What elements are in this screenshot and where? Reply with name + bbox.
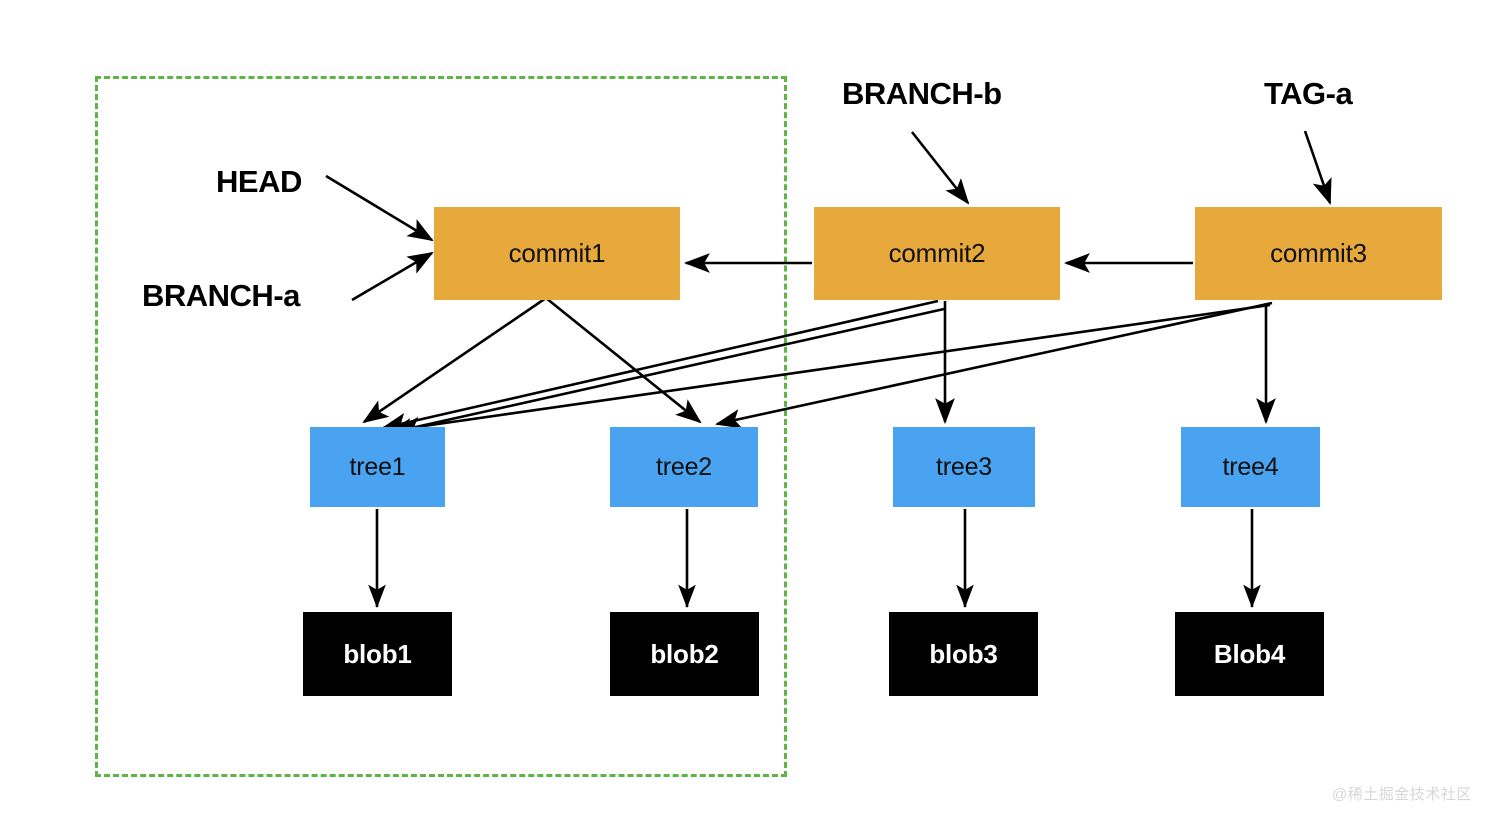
commit-node-commit3[interactable]: commit3 [1195,207,1442,300]
commit-node-commit2[interactable]: commit2 [814,207,1060,300]
tree-node-tree1[interactable]: tree1 [310,427,445,507]
ref-label-tag-a: TAG-a [1264,76,1353,111]
blob-node-blob4[interactable]: Blob4 [1175,612,1324,696]
ref-label-branch-a: BRANCH-a [142,278,300,313]
site-watermark: @稀土掘金技术社区 [1332,786,1472,803]
tree-node-tree4[interactable]: tree4 [1181,427,1320,507]
tree-node-tree2[interactable]: tree2 [610,427,758,507]
edge-taga-to-commit3 [1303,130,1332,205]
blob-node-blob3[interactable]: blob3 [889,612,1038,696]
edge-branchb-to-commit2 [910,131,970,205]
blob-node-blob2[interactable]: blob2 [610,612,759,696]
commit-node-commit1[interactable]: commit1 [434,207,680,300]
ref-label-branch-b: BRANCH-b [842,76,1002,111]
tree-node-tree3[interactable]: tree3 [893,427,1035,507]
edge-commit3-to-tree2 [714,301,1273,429]
blob-node-blob1[interactable]: blob1 [303,612,452,696]
ref-label-head: HEAD [216,164,302,199]
